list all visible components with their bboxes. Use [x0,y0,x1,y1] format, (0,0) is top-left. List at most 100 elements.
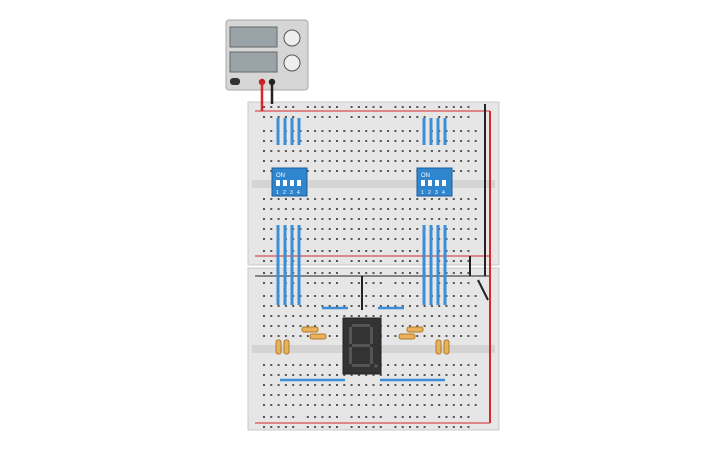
breadboard-hole[interactable] [409,228,411,230]
rail-hole[interactable] [394,426,397,428]
breadboard-hole[interactable] [387,198,390,200]
rail-hole[interactable] [270,282,273,284]
rail-hole[interactable] [416,426,419,428]
breadboard-hole[interactable] [336,150,338,152]
wire-black-bottom[interactable] [477,279,489,301]
breadboard-hole[interactable] [409,160,411,162]
blue-wires-left-span[interactable] [276,225,301,305]
breadboard-hole[interactable] [292,404,295,406]
breadboard-hole[interactable] [372,130,375,132]
breadboard-hole[interactable] [292,384,295,386]
breadboard-hole[interactable] [306,238,309,240]
rail-hole[interactable] [365,416,368,418]
breadboard-hole[interactable] [263,374,265,376]
breadboard-hole[interactable] [336,364,338,366]
breadboard-hole[interactable] [306,305,309,307]
breadboard-hole[interactable] [452,130,455,132]
rail-hole[interactable] [409,260,411,262]
breadboard-hole[interactable] [467,238,470,240]
rail-hole[interactable] [416,250,419,252]
rail-hole[interactable] [306,106,309,108]
breadboard-hole[interactable] [423,394,426,396]
rail-hole[interactable] [328,272,331,274]
breadboard-hole[interactable] [474,170,477,172]
breadboard-hole[interactable] [416,238,419,240]
rail-hole[interactable] [401,260,404,262]
breadboard-hole[interactable] [460,208,463,210]
rail-hole[interactable] [270,272,273,274]
rail-hole[interactable] [263,272,265,274]
breadboard-hole[interactable] [379,384,382,386]
breadboard-hole[interactable] [372,228,375,230]
blue-wires-right-top[interactable] [422,118,447,145]
breadboard-hole[interactable] [306,130,309,132]
breadboard-hole[interactable] [336,198,338,200]
rail-hole[interactable] [365,426,368,428]
breadboard-hole[interactable] [270,325,273,327]
breadboard-hole[interactable] [430,404,433,406]
rail-hole[interactable] [321,106,324,108]
breadboard-hole[interactable] [379,238,382,240]
breadboard-hole[interactable] [365,228,368,230]
breadboard-hole[interactable] [423,150,426,152]
rail-hole[interactable] [350,260,353,262]
breadboard-hole[interactable] [321,315,324,317]
breadboard-hole[interactable] [343,295,346,297]
breadboard-hole[interactable] [314,238,317,240]
breadboard-hole[interactable] [328,335,331,337]
breadboard-hole[interactable] [277,384,280,386]
rail-hole[interactable] [270,416,273,418]
rail-hole[interactable] [263,260,265,262]
breadboard-hole[interactable] [423,160,426,162]
rail-hole[interactable] [445,416,448,418]
breadboard-hole[interactable] [321,170,324,172]
breadboard-hole[interactable] [401,325,404,327]
rail-hole[interactable] [270,250,273,252]
rail-hole[interactable] [460,116,463,118]
breadboard-hole[interactable] [270,364,273,366]
breadboard-hole[interactable] [445,384,448,386]
breadboard-hole[interactable] [263,404,265,406]
blue-wires-left-top[interactable] [276,118,301,145]
dip-switch-right[interactable]: ON 1 2 3 4 [416,167,453,197]
breadboard-hole[interactable] [401,238,404,240]
rail-hole[interactable] [452,260,455,262]
breadboard-hole[interactable] [445,364,448,366]
breadboard-hole[interactable] [336,130,338,132]
breadboard-hole[interactable] [438,394,441,396]
breadboard-hole[interactable] [292,208,295,210]
breadboard-hole[interactable] [430,325,433,327]
breadboard-hole[interactable] [299,315,302,317]
breadboard-hole[interactable] [401,208,404,210]
breadboard-hole[interactable] [467,335,470,337]
breadboard-hole[interactable] [336,160,338,162]
breadboard-hole[interactable] [438,384,441,386]
rail-hole[interactable] [379,106,382,108]
breadboard-hole[interactable] [430,198,433,200]
breadboard-hole[interactable] [387,140,390,142]
breadboard-hole[interactable] [409,295,411,297]
breadboard-hole[interactable] [321,208,324,210]
breadboard-hole[interactable] [306,150,309,152]
rail-hole[interactable] [314,250,317,252]
rail-hole[interactable] [452,416,455,418]
rail-hole[interactable] [314,106,317,108]
breadboard-hole[interactable] [372,140,375,142]
breadboard-hole[interactable] [343,315,346,317]
breadboard-hole[interactable] [460,140,463,142]
breadboard-hole[interactable] [343,198,346,200]
rail-hole[interactable] [379,250,382,252]
breadboard-hole[interactable] [474,374,477,376]
rail-hole[interactable] [401,106,404,108]
rail-hole[interactable] [379,282,382,284]
breadboard-hole[interactable] [270,130,273,132]
rail-hole[interactable] [394,116,397,118]
breadboard-hole[interactable] [263,150,265,152]
breadboard-hole[interactable] [416,160,419,162]
rail-hole[interactable] [416,282,419,284]
breadboard-hole[interactable] [277,394,280,396]
breadboard-hole[interactable] [277,305,280,307]
rail-hole[interactable] [416,116,419,118]
breadboard-hole[interactable] [387,170,390,172]
breadboard-hole[interactable] [357,170,360,172]
